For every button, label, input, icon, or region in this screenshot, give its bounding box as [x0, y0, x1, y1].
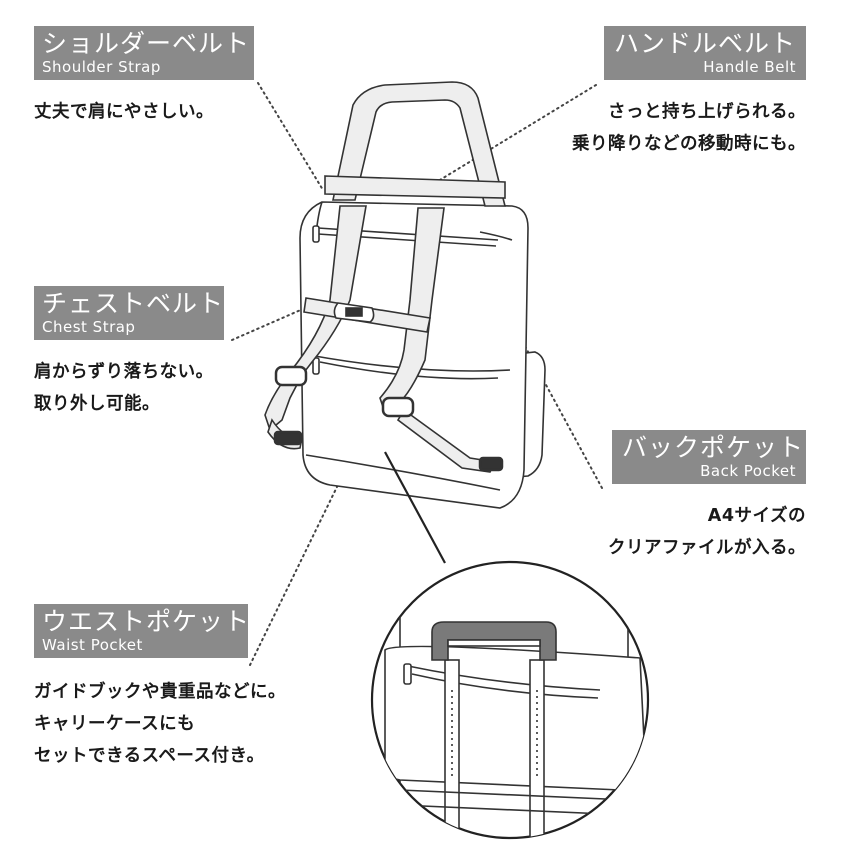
left-adjuster — [274, 365, 308, 387]
shoulder-desc-line-1: 丈夫で肩にやさしい。 — [34, 102, 214, 122]
chest-desc-line-1: 肩からずり落ちない。 — [34, 362, 214, 382]
detail-pocket — [384, 645, 646, 791]
back-pocket-title-jp: バックポケット — [622, 433, 805, 462]
shoulder-strap-title-en: Shoulder Strap — [42, 58, 161, 76]
back-pocket-label: バックポケット Back Pocket — [612, 430, 806, 484]
waist-pocket-title-jp: ウエストポケット — [42, 607, 251, 636]
leader-handle — [429, 84, 597, 187]
waist-pocket-description: ガイドブックや貴重品などに。 キャリーケースにも セットできるスペース付き。 — [34, 676, 286, 772]
waist-pocket-label: ウエストポケット Waist Pocket — [34, 604, 251, 658]
chest-strap-label: チェストベルト Chest Strap — [34, 286, 224, 340]
chest-strap — [303, 297, 431, 333]
left-lower-clip — [273, 430, 303, 446]
handle-belt-title-jp: ハンドルベルト — [614, 29, 797, 58]
detail-zipper — [407, 665, 601, 691]
handle-belt — [324, 81, 507, 207]
waist-desc-line-1: ガイドブックや貴重品などに。 — [34, 682, 286, 702]
shoulder-strap-description: 丈夫で肩にやさしい。 — [34, 96, 214, 128]
handle-loop — [332, 81, 507, 207]
handle-belt-title-en: Handle Belt — [703, 58, 796, 76]
trolley-rod-left — [444, 659, 460, 838]
detail-zipper-2 — [411, 673, 599, 699]
waist-pocket-bottom — [305, 454, 501, 491]
waist-pocket-title-en: Waist Pocket — [42, 636, 143, 654]
handle-belt-description: さっと持ち上げられる。 乗り降りなどの移動時にも。 — [572, 96, 806, 160]
detail-circle — [370, 560, 650, 840]
adjusters — [273, 365, 504, 472]
back-pocket-description: A4サイズの クリアファイルが入る。 — [608, 500, 806, 564]
leader-chest — [231, 304, 313, 341]
detail-bottom-band — [399, 789, 629, 801]
right-lower-clip — [478, 456, 504, 472]
right-strap-tail — [396, 408, 497, 473]
chest-strap-description: 肩からずり落ちない。 取り外し可能。 — [34, 356, 214, 420]
back-pocket-opening — [479, 231, 513, 241]
back-desc-line-2: クリアファイルが入る。 — [608, 538, 806, 558]
detail-pointer — [384, 451, 446, 564]
shoulder-strap-title-jp: ショルダーベルト — [42, 29, 251, 58]
leader-shoulder — [257, 82, 324, 191]
trolley-handle-inner — [447, 639, 541, 647]
handle-band — [324, 175, 506, 199]
back-desc-line-1: A4サイズの — [707, 506, 806, 526]
handle-desc-line-1: さっと持ち上げられる。 — [608, 102, 806, 122]
trolley-rod-right — [529, 659, 545, 838]
chest-strap-title-en: Chest Strap — [42, 318, 136, 336]
handle-desc-line-2: 乗り降りなどの移動時にも。 — [572, 134, 806, 154]
shoulder-strap-label: ショルダーベルト Shoulder Strap — [34, 26, 254, 80]
waist-desc-line-2: キャリーケースにも — [34, 714, 196, 734]
chest-buckle-inner — [345, 307, 363, 317]
waist-desc-line-3: セットできるスペース付き。 — [34, 746, 265, 766]
chest-desc-line-2: 取り外し可能。 — [34, 394, 160, 414]
upper-zipper-pull — [312, 225, 320, 243]
chest-strap-title-jp: チェストベルト — [42, 289, 225, 318]
right-adjuster — [381, 396, 415, 418]
detail-zipper-pull — [403, 663, 412, 685]
back-pocket-title-en: Back Pocket — [700, 462, 796, 480]
trolley-handle — [431, 621, 557, 661]
handle-belt-label: ハンドルベルト Handle Belt — [604, 26, 806, 80]
